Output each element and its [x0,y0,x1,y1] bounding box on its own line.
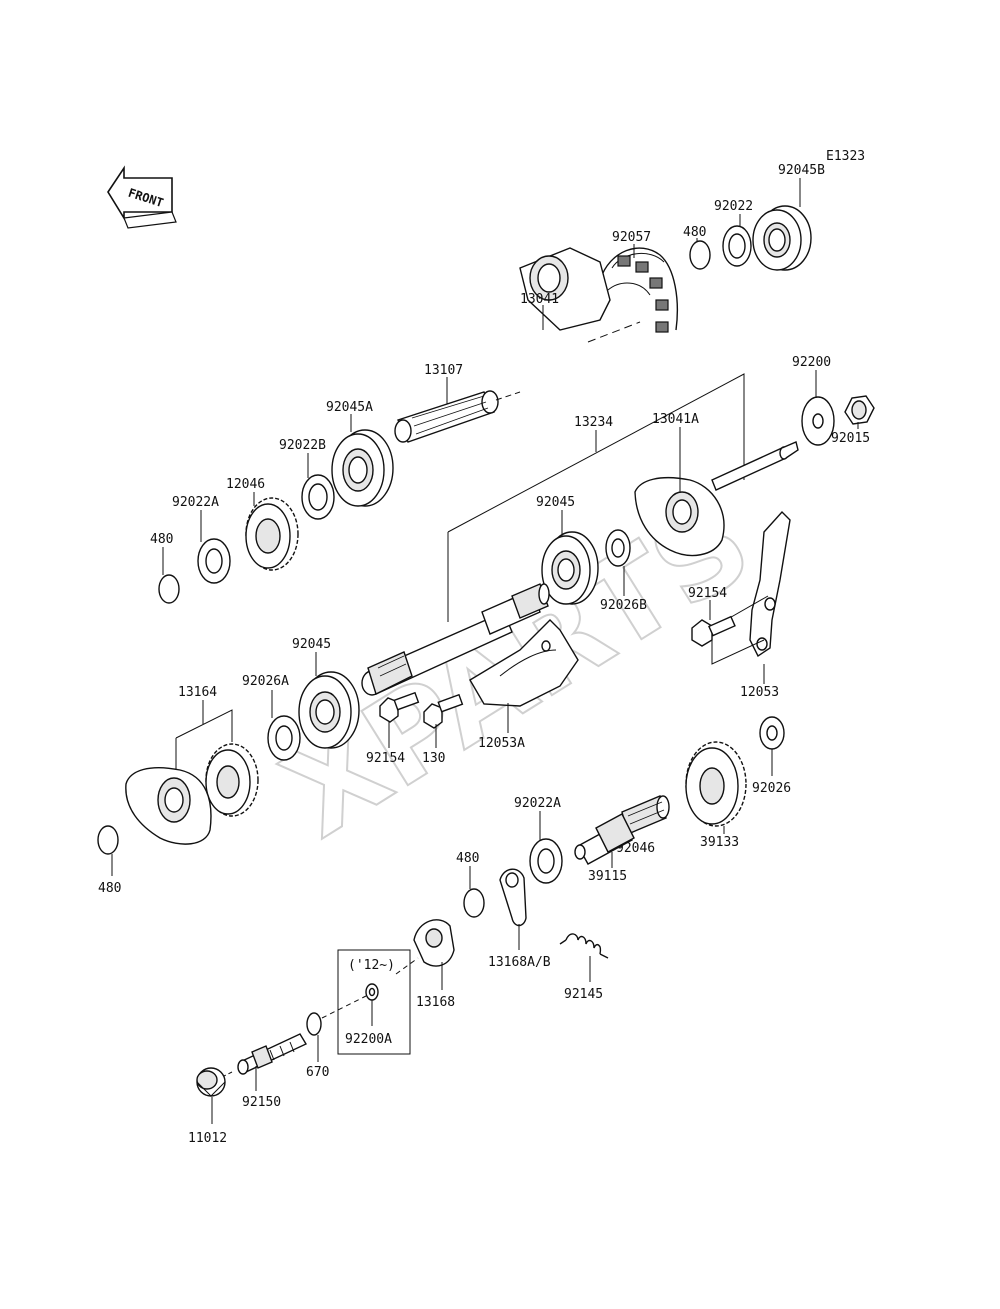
label-92022: 92022 [714,199,753,214]
sprocket-13041 [519,247,611,331]
bearing-92045b [752,205,812,271]
circlip-480-mid [463,888,485,918]
lever-13168ab [499,868,527,927]
label-39115: 39115 [588,869,627,884]
sprocket-39133 [685,741,747,827]
label-92145: 92145 [564,987,603,1002]
label-92022b: 92022B [279,438,326,453]
label-92150: 92150 [242,1095,281,1110]
label-670: 670 [306,1065,329,1080]
label-13107: 13107 [424,363,463,378]
label-13041: 13041 [520,292,559,307]
label-13041a: 13041A [652,412,699,427]
label-11012: 11012 [188,1131,227,1146]
pin-shaft [711,441,799,491]
front-arrow-icon: FRONT [107,165,177,229]
circlip-480-top [689,240,711,270]
label-13234: 13234 [574,415,613,430]
label-480-mid: 480 [456,851,479,866]
chain-92057 [599,247,679,333]
washer-92022a-low [529,838,563,884]
shaft-13234 [361,583,550,696]
label-13168ab: 13168A/B [488,955,551,970]
cam-13164 [125,767,212,845]
bolt-92154-right [691,615,736,647]
label-92026: 92026 [752,781,791,796]
label-12053a: 12053A [478,736,525,751]
label-92022a-low: 92022A [514,796,561,811]
washer-92026a [267,715,301,761]
label-13164: 13164 [178,685,217,700]
label-130: 130 [422,751,445,766]
nut-92015 [844,395,875,425]
label-92200: 92200 [792,355,831,370]
washer-92200 [801,396,835,446]
label-12046: 12046 [226,477,265,492]
label-12053: 12053 [740,685,779,700]
label-92046: 92046 [616,841,655,856]
spring-92145 [559,933,609,959]
bearing-92045a [331,429,394,507]
lever-13168 [413,919,455,967]
label-92026b: 92026B [600,598,647,613]
label-480-bottom: 480 [98,881,121,896]
circlip-480-bottom [97,825,119,855]
label-480-top: 480 [683,225,706,240]
sprocket-13164 [205,743,259,817]
cam-13041a [634,477,725,557]
label-92154-low: 92154 [366,751,405,766]
washer-92026 [759,716,785,750]
label-92200a: 92200A [345,1032,392,1047]
bearing-92045-low [298,671,360,749]
washer-92022b [301,474,335,520]
label-92045-low: 92045 [292,637,331,652]
bolt-92154-low [379,691,420,723]
label-92022a-top: 92022A [172,495,219,510]
oring-670 [306,1012,322,1036]
washer-92022a-top [197,538,231,584]
year-note: ('12~) [348,958,395,973]
arm-12053 [749,510,791,658]
label-92057: 92057 [612,230,651,245]
label-13168: 13168 [416,995,455,1010]
diagram-code: E1323 [826,149,865,164]
label-92045-mid: 92045 [536,495,575,510]
label-92045b: 92045B [778,163,825,178]
year-note-box [337,949,411,1055]
washer-92200a [365,983,379,1001]
washer-92026b [605,529,631,567]
shaft-39115 [574,813,635,865]
plate-12053a [469,619,579,707]
washer-92022 [722,225,752,267]
circlip-480-left [158,574,180,604]
label-92154-right: 92154 [688,586,727,601]
label-92015: 92015 [831,431,870,446]
label-39133: 39133 [700,835,739,850]
shaft-92150 [237,1033,307,1075]
bolt-130 [423,693,464,729]
sprocket-12046 [245,497,299,571]
label-92045a: 92045A [326,400,373,415]
shaft-13107 [394,390,499,443]
bearing-92045-mid [541,531,599,605]
label-480-left: 480 [150,532,173,547]
label-92026a: 92026A [242,674,289,689]
cap-11012 [196,1067,226,1097]
